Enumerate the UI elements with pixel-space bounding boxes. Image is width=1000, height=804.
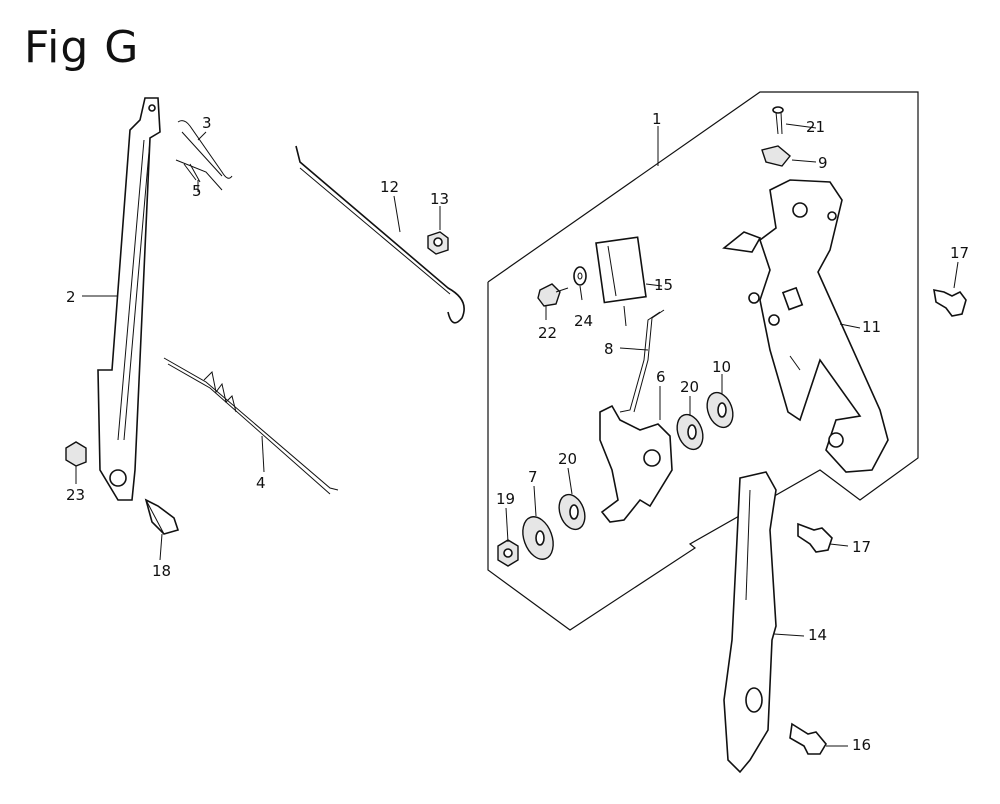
part-switch-15 — [595, 236, 647, 327]
part-link-8 — [619, 309, 665, 413]
part-washer-7 — [522, 516, 554, 560]
callout-5: 5 — [192, 182, 202, 200]
part-bolt-17-upper — [933, 288, 967, 317]
callout-15: 15 — [654, 276, 673, 294]
part-bolt-17-lower — [797, 522, 833, 553]
part-spring-3 — [177, 120, 233, 179]
callout-21: 21 — [806, 118, 825, 136]
part-nut-23 — [65, 441, 87, 467]
assembly-outline — [487, 91, 919, 631]
part-washer-20b — [676, 413, 704, 451]
part-clip-9 — [761, 145, 791, 167]
callout-8: 8 — [604, 340, 614, 358]
part-rod-12 — [295, 145, 465, 324]
callout-19: 19 — [496, 490, 515, 508]
callout-17-lower: 17 — [852, 538, 871, 556]
callout-9: 9 — [818, 154, 828, 172]
callout-6: 6 — [656, 368, 666, 386]
callout-17-upper: 17 — [950, 244, 969, 262]
callout-7: 7 — [528, 468, 538, 486]
part-lever-6 — [599, 404, 673, 523]
part-screw-21 — [772, 106, 784, 135]
callout-22: 22 — [538, 324, 557, 342]
callout-20b: 20 — [680, 378, 699, 396]
callout-16: 16 — [852, 736, 871, 754]
part-bolt-18 — [144, 498, 180, 535]
callout-18: 18 — [152, 562, 171, 580]
callout-12: 12 — [380, 178, 399, 196]
callout-3: 3 — [202, 114, 212, 132]
part-nut-13 — [427, 231, 449, 255]
part-washer-20a — [558, 493, 586, 531]
callout-13: 13 — [430, 190, 449, 208]
figure-title: Fig G — [24, 22, 140, 73]
part-bracket-11 — [722, 179, 889, 473]
part-plate-14 — [723, 471, 777, 774]
part-spring-5 — [175, 159, 223, 191]
callout-labels: 1 2 3 4 5 6 7 8 9 10 11 12 13 14 15 16 1… — [66, 110, 969, 754]
part-bolt-22 — [537, 283, 569, 307]
callout-10: 10 — [712, 358, 731, 376]
callout-20a: 20 — [558, 450, 577, 468]
part-bolt-16 — [789, 722, 827, 755]
part-arm-2 — [97, 97, 161, 501]
part-washer-24 — [573, 266, 587, 286]
part-washer-10 — [706, 391, 734, 429]
part-spring-rod-4 — [163, 357, 339, 495]
callout-14: 14 — [808, 626, 827, 644]
callout-1: 1 — [652, 110, 662, 128]
leader-lines — [75, 123, 959, 747]
callout-23: 23 — [66, 486, 85, 504]
callout-11: 11 — [862, 318, 881, 336]
callout-24: 24 — [574, 312, 593, 330]
callout-4: 4 — [256, 474, 266, 492]
part-nut-19 — [497, 539, 519, 567]
callout-2: 2 — [66, 288, 76, 306]
